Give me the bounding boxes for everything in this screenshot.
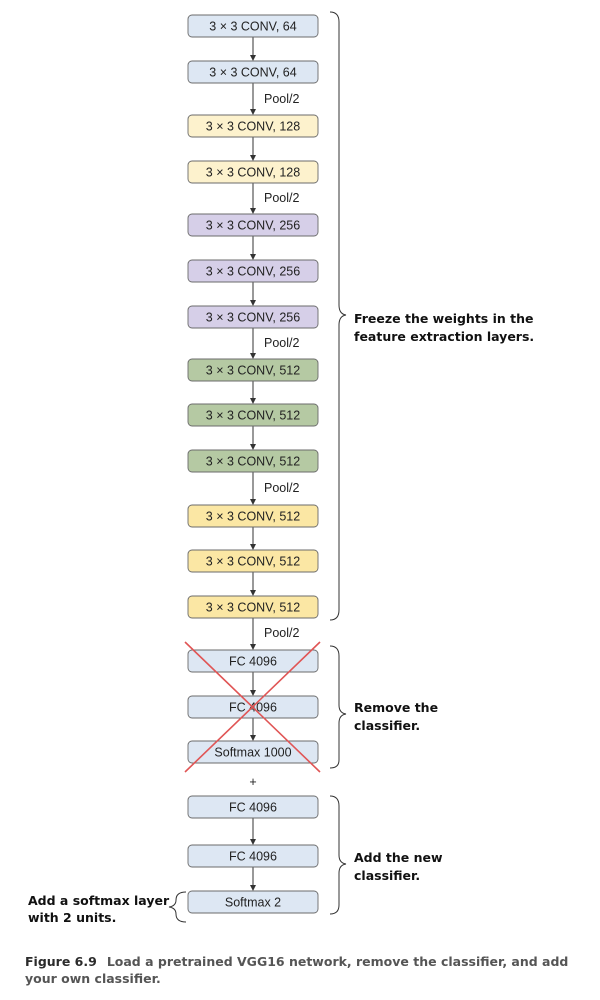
layer-box-rect (187, 403, 319, 427)
figure-caption-text: Load a pretrained VGG16 network, remove … (25, 954, 569, 986)
layer-box-14: FC 4096 (187, 649, 319, 673)
layer-box-rect (187, 844, 319, 868)
layer-label: Softmax 2 (225, 896, 281, 910)
layer-label: 3 × 3 CONV, 256 (206, 265, 300, 279)
layer-label: Softmax 1000 (214, 746, 291, 760)
freeze-brace (329, 11, 347, 621)
layer-label: 3 × 3 CONV, 64 (209, 20, 296, 34)
layer-box-rect (187, 740, 319, 764)
layer-label: 3 × 3 CONV, 512 (206, 409, 300, 423)
layer-box-rect (187, 795, 319, 819)
layer-box-rect (187, 60, 319, 84)
layer-box-rect (187, 649, 319, 673)
layer-label: 3 × 3 CONV, 256 (206, 311, 300, 325)
layer-box-rect (187, 549, 319, 573)
pool-label: Pool/2 (264, 92, 299, 106)
layer-box-11: 3 × 3 CONV, 512 (187, 504, 319, 528)
add-new-note-line1: Add the new (354, 850, 443, 865)
pool-label: Pool/2 (264, 626, 299, 640)
layer-label: 3 × 3 CONV, 512 (206, 555, 300, 569)
layer-box-5: 3 × 3 CONV, 256 (187, 213, 319, 237)
layer-box-rect (187, 14, 319, 38)
layer-boxes: 3 × 3 CONV, 64 3 × 3 CONV, 64 3 × 3 CONV, … (187, 14, 319, 914)
layer-box-19: Softmax 2 (187, 890, 319, 914)
remove-note-line1: Remove the (354, 700, 438, 715)
layer-box-9: 3 × 3 CONV, 512 (187, 403, 319, 427)
pool-label: Pool/2 (264, 191, 299, 205)
plus-sign: + (249, 775, 256, 789)
layer-box-rect (187, 259, 319, 283)
layer-box-rect (187, 449, 319, 473)
layer-box-rect (187, 358, 319, 382)
freeze-note-line1: Freeze the weights in the (354, 311, 533, 326)
figure-number: Figure 6.9 (25, 954, 97, 969)
layer-box-rect (187, 595, 319, 619)
remove-note-line2: classifier. (354, 718, 420, 733)
layer-box-2: 3 × 3 CONV, 64 (187, 60, 319, 84)
layer-label: 3 × 3 CONV, 64 (209, 66, 296, 80)
layer-label: FC 4096 (229, 801, 277, 815)
softmax-brace (168, 891, 187, 923)
add-new-note-line2: classifier. (354, 868, 420, 883)
layer-box-rect (187, 504, 319, 528)
layer-label: 3 × 3 CONV, 512 (206, 364, 300, 378)
layer-label: FC 4096 (229, 850, 277, 864)
layer-box-6: 3 × 3 CONV, 256 (187, 259, 319, 283)
layer-box-7: 3 × 3 CONV, 256 (187, 305, 319, 329)
layer-box-13: 3 × 3 CONV, 512 (187, 595, 319, 619)
layer-box-rect (187, 114, 319, 138)
layer-box-10: 3 × 3 CONV, 512 (187, 449, 319, 473)
remove-cross-line-2 (184, 641, 321, 773)
softmax-note-line2: with 2 units. (28, 910, 116, 925)
layer-label: 3 × 3 CONV, 128 (206, 120, 300, 134)
freeze-note-line2: feature extraction layers. (354, 329, 534, 344)
layer-label: 3 × 3 CONV, 512 (206, 510, 300, 524)
pool-label: Pool/2 (264, 336, 299, 350)
layer-label: FC 4096 (229, 655, 277, 669)
layer-box-4: 3 × 3 CONV, 128 (187, 160, 319, 184)
layer-box-17: FC 4096 (187, 795, 319, 819)
layer-box-3: 3 × 3 CONV, 128 (187, 114, 319, 138)
layer-box-16: Softmax 1000 (187, 740, 319, 764)
layer-label: 3 × 3 CONV, 256 (206, 219, 300, 233)
remove-brace (329, 645, 347, 769)
layer-label: 3 × 3 CONV, 128 (206, 166, 300, 180)
pool-label: Pool/2 (264, 481, 299, 495)
layer-label: 3 × 3 CONV, 512 (206, 455, 300, 469)
layer-box-1: 3 × 3 CONV, 64 (187, 14, 319, 38)
layer-box-12: 3 × 3 CONV, 512 (187, 549, 319, 573)
layer-label: 3 × 3 CONV, 512 (206, 601, 300, 615)
layer-box-18: FC 4096 (187, 844, 319, 868)
layer-box-8: 3 × 3 CONV, 512 (187, 358, 319, 382)
layer-box-rect (187, 305, 319, 329)
layer-box-rect (187, 213, 319, 237)
layer-box-rect (187, 160, 319, 184)
vgg16-diagram: 3 × 3 CONV, 64 3 × 3 CONV, 64 3 × 3 CONV, … (28, 11, 534, 925)
layer-box-rect (187, 890, 319, 914)
add-new-brace (329, 795, 347, 915)
softmax-note-line1: Add a softmax layer (28, 893, 170, 908)
